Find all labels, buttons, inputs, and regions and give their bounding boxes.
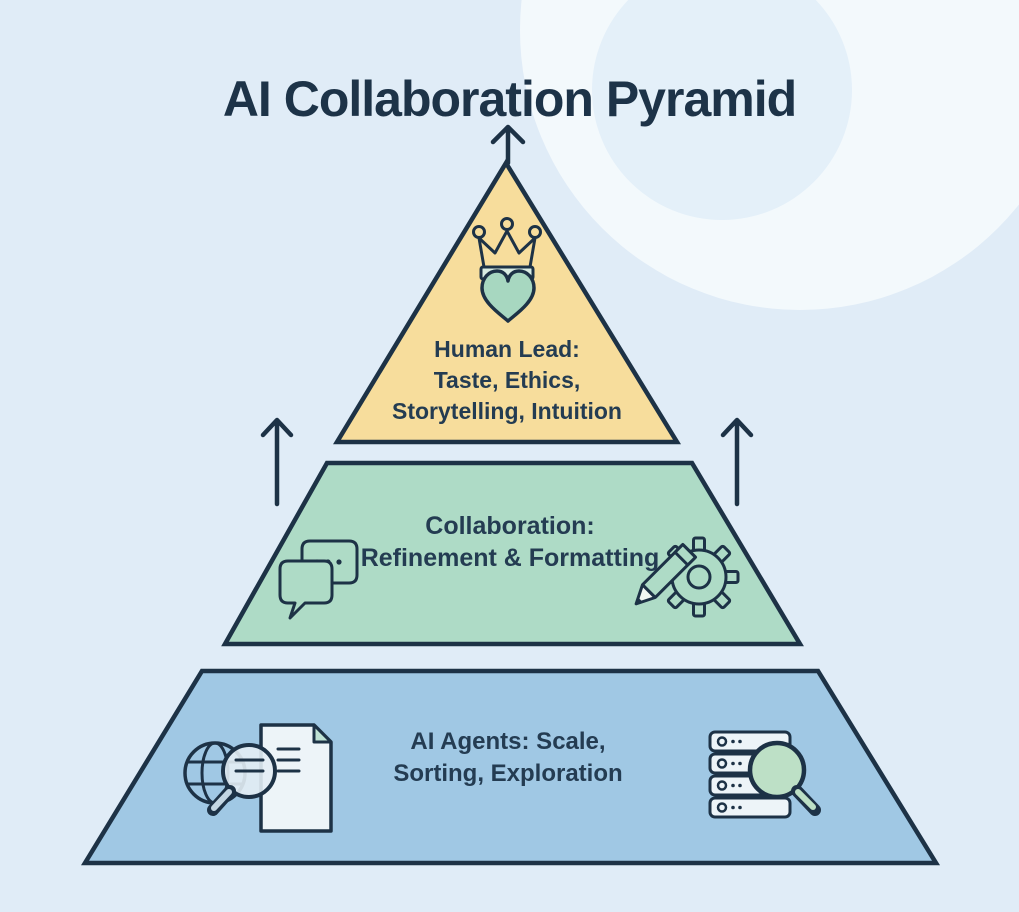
tier-ai-agents-label: AI Agents: Scale, Sorting, Exploration bbox=[358, 726, 658, 790]
tier-label-line: Sorting, Exploration bbox=[393, 760, 623, 787]
chat-bubbles-icon bbox=[278, 539, 359, 620]
tier-label-line: Refinement & Formatting bbox=[360, 544, 660, 572]
tier-label-line: Collaboration: bbox=[425, 512, 595, 540]
globe-document-search-icon bbox=[183, 723, 333, 833]
database-search-icon bbox=[708, 730, 821, 819]
tier-collaboration-shape bbox=[221, 460, 804, 647]
tier-human-lead-label: Human Lead: Taste, Ethics, Storytelling,… bbox=[352, 334, 662, 427]
page-title: AI Collaboration Pyramid bbox=[222, 70, 797, 127]
tier-label-line: Taste, Ethics, bbox=[433, 367, 581, 393]
tier-label-line: AI Agents: Scale, bbox=[410, 728, 606, 755]
tier-label-line: Human Lead: bbox=[434, 336, 580, 362]
up-arrow-right-icon bbox=[720, 417, 754, 507]
up-arrow-left-icon bbox=[260, 417, 294, 507]
up-arrow-top-icon bbox=[490, 124, 526, 166]
tier-label-line: Storytelling, Intuition bbox=[392, 398, 622, 424]
background-ring-hole bbox=[592, 0, 852, 220]
pencil-gear-icon bbox=[634, 536, 740, 618]
heart-icon bbox=[480, 269, 536, 323]
tier-collaboration-label: Collaboration: Refinement & Formatting bbox=[360, 510, 660, 574]
